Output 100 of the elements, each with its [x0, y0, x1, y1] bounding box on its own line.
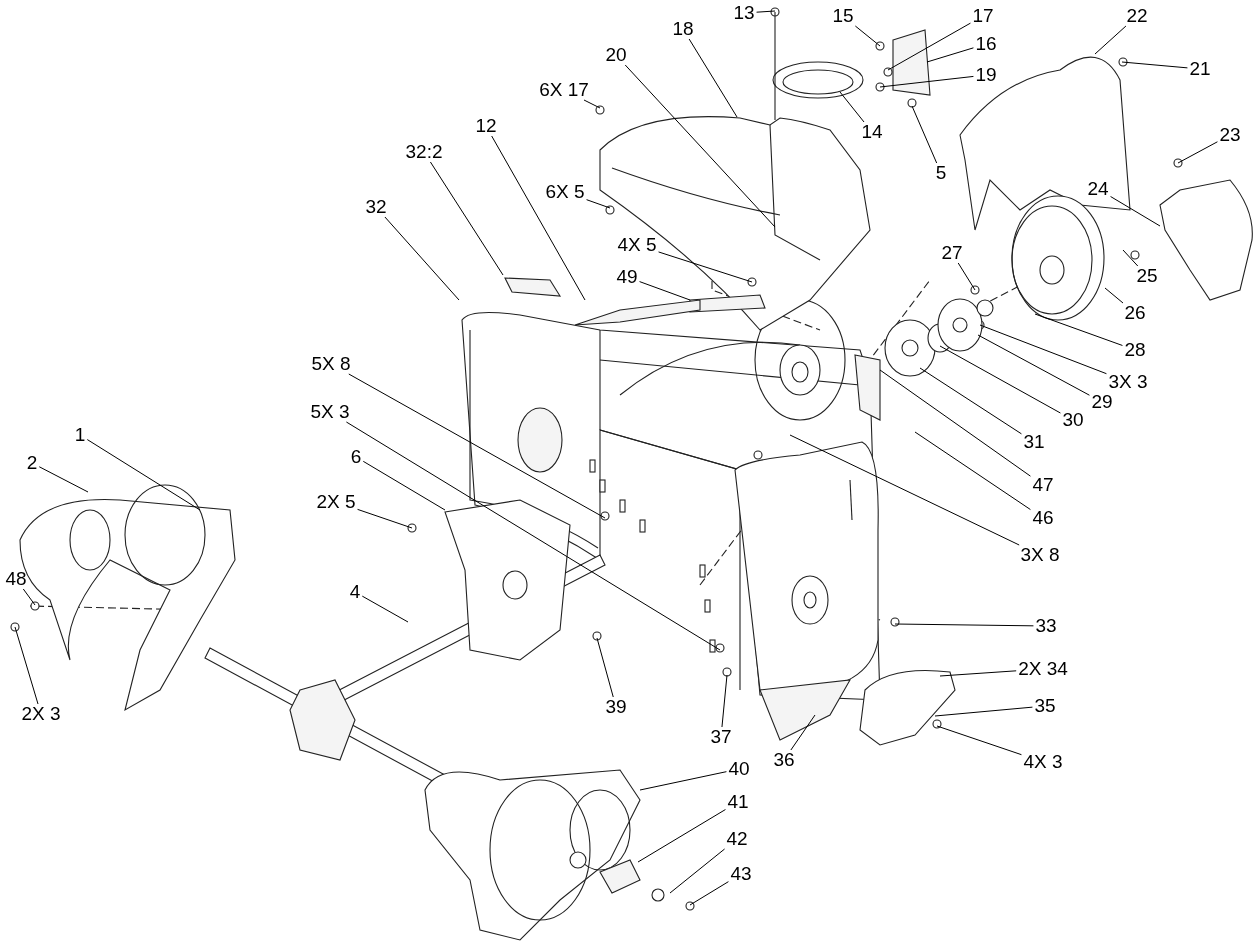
- leader-line: [1110, 196, 1161, 227]
- leader-line: [1177, 141, 1218, 164]
- leader-line: [887, 22, 971, 71]
- callout-number: 12: [475, 116, 497, 136]
- leader-line: [361, 595, 409, 623]
- leader-line: [1094, 25, 1127, 55]
- callout-number: 2X 5: [316, 492, 356, 512]
- leader-line: [911, 105, 938, 164]
- leader-line: [790, 714, 816, 751]
- callout-number: 6X 5: [545, 182, 585, 202]
- callout-number: 20: [605, 45, 627, 65]
- leader-line: [977, 334, 1090, 396]
- leader-line: [639, 771, 727, 791]
- leader-line: [86, 439, 201, 511]
- leader-line: [789, 434, 1020, 546]
- leader-line: [384, 216, 460, 301]
- leader-line: [38, 466, 89, 493]
- leader-line: [979, 324, 1107, 375]
- callout-number: 36: [773, 750, 795, 770]
- callout-number: 5: [935, 163, 947, 183]
- callout-number: 19: [975, 65, 997, 85]
- leader-line: [639, 281, 691, 301]
- callout-number: 30: [1062, 410, 1084, 430]
- leader-line: [583, 99, 601, 109]
- callout-number: 31: [1023, 432, 1045, 452]
- leader-line: [914, 431, 1031, 511]
- callout-number: 25: [1136, 266, 1158, 286]
- callout-number: 15: [832, 6, 854, 26]
- callout-number: 1: [74, 425, 86, 445]
- callout-number: 35: [1034, 696, 1056, 716]
- callout-number: 32:2: [405, 142, 443, 162]
- leader-line: [345, 421, 721, 651]
- leader-line: [688, 38, 738, 118]
- leader-line: [936, 725, 1022, 756]
- leader-line: [637, 809, 726, 863]
- callout-number: 13: [733, 3, 755, 23]
- callout-number: 2X 34: [1018, 659, 1068, 679]
- callout-number: 43: [730, 864, 752, 884]
- callout-number: 41: [727, 792, 749, 812]
- callout-number: 3X 8: [1020, 545, 1060, 565]
- leader-line: [658, 251, 753, 283]
- leader-line: [1034, 313, 1123, 346]
- callout-number: 2: [26, 453, 38, 473]
- callout-number: 4X 3: [1023, 752, 1063, 772]
- callout-number: 46: [1032, 508, 1054, 528]
- leader-line: [362, 460, 446, 511]
- callout-number: 22: [1126, 6, 1148, 26]
- callout-number: 42: [726, 829, 748, 849]
- leader-line: [348, 373, 606, 519]
- leader-line: [357, 508, 413, 529]
- callout-number: 4X 5: [617, 235, 657, 255]
- callout-number: 5X 3: [310, 402, 350, 422]
- leader-line: [879, 369, 1031, 477]
- leader-line: [1121, 61, 1188, 69]
- callout-number: 14: [861, 122, 883, 142]
- callout-number: 5X 8: [311, 354, 351, 374]
- leader-line: [919, 367, 1022, 435]
- callout-number: 18: [672, 19, 694, 39]
- callout-number: 21: [1189, 59, 1211, 79]
- callout-number: 24: [1087, 179, 1109, 199]
- callout-number: 40: [728, 759, 750, 779]
- leader-line: [429, 161, 504, 276]
- leader-line: [491, 135, 586, 301]
- leader-line: [934, 706, 1033, 717]
- callout-number: 3X 3: [1108, 372, 1148, 392]
- leader-line: [596, 637, 614, 698]
- callout-number: 28: [1124, 340, 1146, 360]
- callout-number: 27: [941, 243, 963, 263]
- callout-number: 48: [5, 569, 27, 589]
- leader-line: [939, 670, 1017, 677]
- callout-number: 4: [349, 582, 361, 602]
- leader-line: [22, 588, 36, 606]
- leader-line: [586, 199, 611, 209]
- leader-line: [669, 848, 726, 894]
- leader-line: [1122, 249, 1139, 267]
- callout-number: 32: [365, 197, 387, 217]
- callout-number: 26: [1124, 303, 1146, 323]
- callout-number: 49: [616, 267, 638, 287]
- leader-line: [839, 91, 865, 123]
- callout-number: 6: [350, 447, 362, 467]
- callout-number: 47: [1032, 475, 1054, 495]
- leader-line: [926, 47, 974, 63]
- leader-line: [894, 623, 1034, 627]
- leader-line: [756, 10, 776, 13]
- callout-number: 2X 3: [21, 704, 61, 724]
- leader-line: [14, 626, 39, 705]
- leader-line: [957, 262, 976, 291]
- leader-line: [721, 674, 728, 728]
- leader-line: [624, 64, 776, 228]
- callout-number: 6X 17: [539, 80, 589, 100]
- leader-line: [939, 345, 1061, 414]
- leader-line: [689, 881, 729, 906]
- leader-line: [879, 75, 974, 88]
- callout-number: 17: [972, 6, 994, 26]
- callout-number: 37: [710, 727, 732, 747]
- leader-line: [1104, 287, 1124, 304]
- callout-number: 33: [1035, 616, 1057, 636]
- callout-number: 29: [1091, 392, 1113, 412]
- leader-line: [854, 25, 881, 47]
- callout-number: 16: [975, 34, 997, 54]
